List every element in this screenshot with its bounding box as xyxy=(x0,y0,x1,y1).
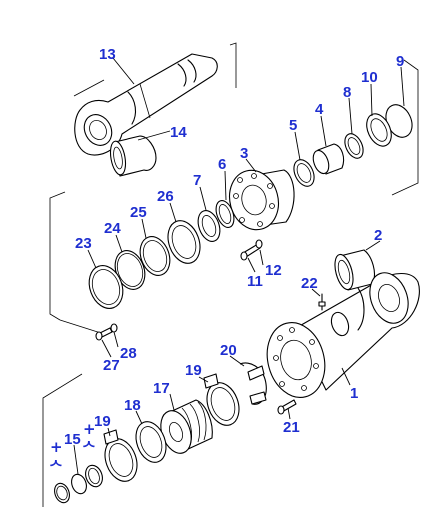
bolt-part-21 xyxy=(277,399,297,415)
label-part-7: 7 xyxy=(193,172,201,189)
label-part-15: 15 xyxy=(64,431,81,448)
label-part-11: 11 xyxy=(247,273,263,290)
bushing-part-4 xyxy=(312,143,345,175)
label-part-18: 18 xyxy=(124,397,141,414)
ring-part-23 xyxy=(88,265,124,309)
ring-part-18 xyxy=(135,421,167,463)
bushing-part-14 xyxy=(109,135,157,177)
split-ring-part-20 xyxy=(239,362,267,405)
seal-part-5 xyxy=(293,159,315,187)
label-part-3: 3 xyxy=(240,145,248,162)
ring-part-25 xyxy=(139,236,171,276)
ring-part-24 xyxy=(114,250,146,290)
label-part-17: 17 xyxy=(153,380,170,397)
label-part-9: 9 xyxy=(396,53,404,70)
cylinder-tube-part-1 xyxy=(266,272,420,398)
caret-mark-b: ᄉ xyxy=(82,439,96,457)
ring-part-15 xyxy=(54,464,103,504)
label-part-23: 23 xyxy=(75,235,92,252)
ring-part-7 xyxy=(197,210,221,242)
washer-part-12 xyxy=(255,239,263,249)
packing-part-26 xyxy=(167,220,201,264)
label-part-20: 20 xyxy=(220,342,237,359)
label-part-4: 4 xyxy=(315,101,324,118)
grease-fitting-part-22 xyxy=(318,293,326,311)
label-part-27: 27 xyxy=(103,357,120,374)
cylinder-head-part-3 xyxy=(229,169,295,231)
ring-part-19-lower xyxy=(103,429,138,482)
label-part-10: 10 xyxy=(361,69,378,86)
bushing-part-2 xyxy=(334,249,375,291)
caret-mark-a: ᄉ xyxy=(49,458,63,476)
section-frame-lines xyxy=(42,42,419,507)
assembly-marks: + ᄉ + ᄉ xyxy=(49,420,96,476)
label-part-14: 14 xyxy=(170,124,187,141)
label-part-19-lower: 19 xyxy=(94,413,111,430)
piston-rod-part-13 xyxy=(74,53,218,156)
bolt-part-27 xyxy=(95,327,113,341)
ring-part-19-upper xyxy=(203,373,240,426)
ring-part-8 xyxy=(344,133,364,159)
label-part-6: 6 xyxy=(218,156,226,173)
plus-mark-a: + xyxy=(50,438,63,456)
label-part-8: 8 xyxy=(343,84,351,101)
label-part-13: 13 xyxy=(99,46,116,63)
ring-part-6 xyxy=(215,200,235,228)
part-labels: 13 14 9 10 8 4 5 3 6 7 26 25 24 23 2 11 … xyxy=(64,46,404,448)
label-part-2: 2 xyxy=(374,227,382,244)
label-part-25: 25 xyxy=(130,204,147,221)
piston-part-17 xyxy=(160,399,213,454)
label-part-26: 26 xyxy=(157,188,174,205)
label-part-12: 12 xyxy=(265,262,282,279)
label-part-24: 24 xyxy=(104,220,121,237)
label-part-5: 5 xyxy=(289,117,297,134)
label-part-19-upper: 19 xyxy=(185,362,202,379)
label-part-28: 28 xyxy=(120,345,137,362)
label-part-1: 1 xyxy=(350,385,358,402)
label-part-21: 21 xyxy=(283,419,300,436)
plus-mark-b: + xyxy=(83,420,96,438)
washer-part-28 xyxy=(110,323,118,333)
leader-lines xyxy=(73,57,405,475)
label-part-22: 22 xyxy=(301,275,318,292)
